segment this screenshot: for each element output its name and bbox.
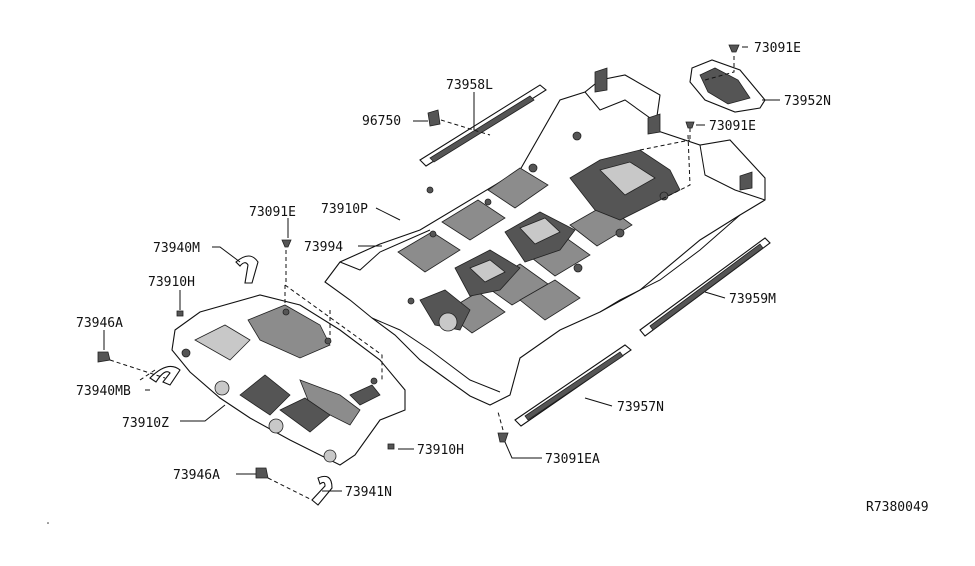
label-73091E-left: 73091E xyxy=(249,205,296,220)
headlining-rear-panel xyxy=(171,284,406,466)
dashed-leader-lines xyxy=(109,56,735,501)
rail-73957N xyxy=(514,344,632,427)
rail-73958L xyxy=(419,84,547,167)
label-73946A-top: 73946A xyxy=(76,316,123,331)
corner-dot xyxy=(47,522,49,524)
leader-lines xyxy=(103,46,780,492)
diagram-reference-code: R7380049 xyxy=(866,500,929,515)
console-73952N xyxy=(689,59,766,113)
label-73958L: 73958L xyxy=(446,78,493,93)
label-73940MB: 73940MB xyxy=(76,384,131,399)
grip-73940M xyxy=(235,255,259,284)
label-73946A-bottom: 73946A xyxy=(173,468,220,483)
label-73910H-top: 73910H xyxy=(148,275,195,290)
label-96750: 96750 xyxy=(362,114,401,129)
label-73952N: 73952N xyxy=(784,94,831,109)
label-73910Z: 73910Z xyxy=(122,416,169,431)
headlining-main-panel xyxy=(324,67,766,406)
grip-73940MB xyxy=(149,365,181,386)
label-73910H-bottom: 73910H xyxy=(417,443,464,458)
label-73959M: 73959M xyxy=(729,292,776,307)
label-73994: 73994 xyxy=(304,240,343,255)
label-73957N: 73957N xyxy=(617,400,664,415)
label-73091EA: 73091EA xyxy=(545,452,600,467)
label-73941N: 73941N xyxy=(345,485,392,500)
label-73940M: 73940M xyxy=(153,241,200,256)
fasteners xyxy=(97,44,740,479)
label-73091E-mid: 73091E xyxy=(709,119,756,134)
rail-73959M xyxy=(639,237,771,337)
label-73091E-top: 73091E xyxy=(754,41,801,56)
label-73910P: 73910P xyxy=(321,202,368,217)
